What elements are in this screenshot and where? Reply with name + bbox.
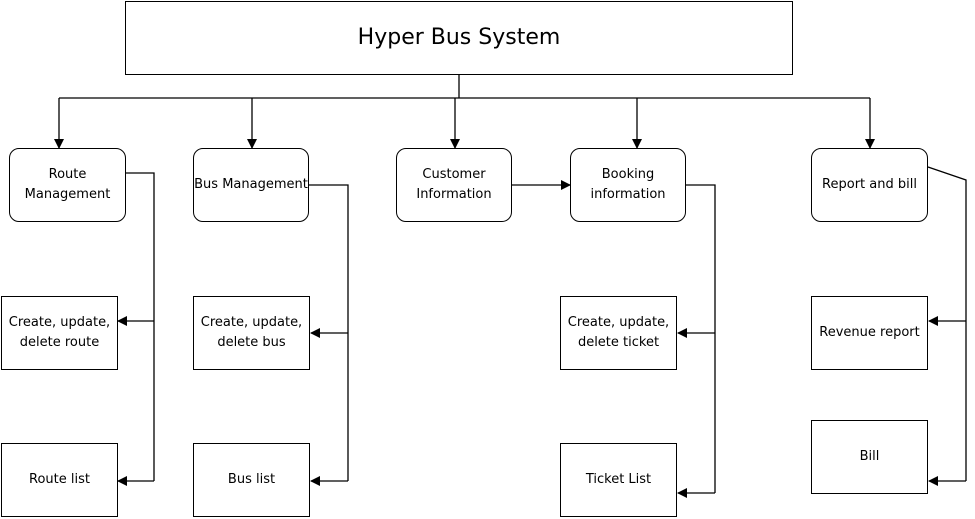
bus-management-label: Bus Management	[194, 177, 308, 192]
booking-branch-line	[686, 184, 716, 493]
booking-information-box: Booking information	[570, 148, 686, 222]
route-list-box: Route list	[1, 443, 118, 517]
report-branch-line	[927, 166, 967, 481]
bus-management-box: Bus Management	[193, 148, 309, 222]
route-branch-line	[126, 172, 155, 481]
ticket-crud-label: Create, update, delete ticket	[567, 315, 670, 350]
bus-crud-box: Create, update, delete bus	[193, 296, 310, 370]
bus-list-box: Bus list	[193, 443, 310, 517]
report-and-bill-box: Report and bill	[811, 148, 928, 222]
revenue-report-label: Revenue report	[819, 325, 920, 340]
route-crud-box: Create, update, delete route	[1, 296, 118, 370]
bill-box: Bill	[811, 420, 928, 494]
booking-information-label: Booking information	[590, 167, 666, 202]
route-management-box: Route Management	[9, 148, 126, 222]
report-and-bill-label: Report and bill	[822, 177, 917, 192]
bus-crud-label: Create, update, delete bus	[200, 315, 303, 350]
system-title: Hyper Bus System	[357, 25, 561, 50]
customer-information-label: Customer Information	[416, 167, 492, 202]
customer-information-box: Customer Information	[396, 148, 512, 222]
ticket-list-label: Ticket List	[585, 472, 652, 487]
route-crud-label: Create, update, delete route	[8, 315, 111, 350]
bus-branch-line	[309, 184, 349, 481]
route-list-label: Route list	[29, 472, 90, 487]
system-title-box: Hyper Bus System	[125, 1, 793, 75]
bill-label: Bill	[859, 449, 880, 464]
ticket-list-box: Ticket List	[560, 443, 677, 517]
revenue-report-box: Revenue report	[811, 296, 928, 370]
ticket-crud-box: Create, update, delete ticket	[560, 296, 677, 370]
route-management-label: Route Management	[24, 167, 111, 202]
bus-list-label: Bus list	[227, 472, 276, 487]
